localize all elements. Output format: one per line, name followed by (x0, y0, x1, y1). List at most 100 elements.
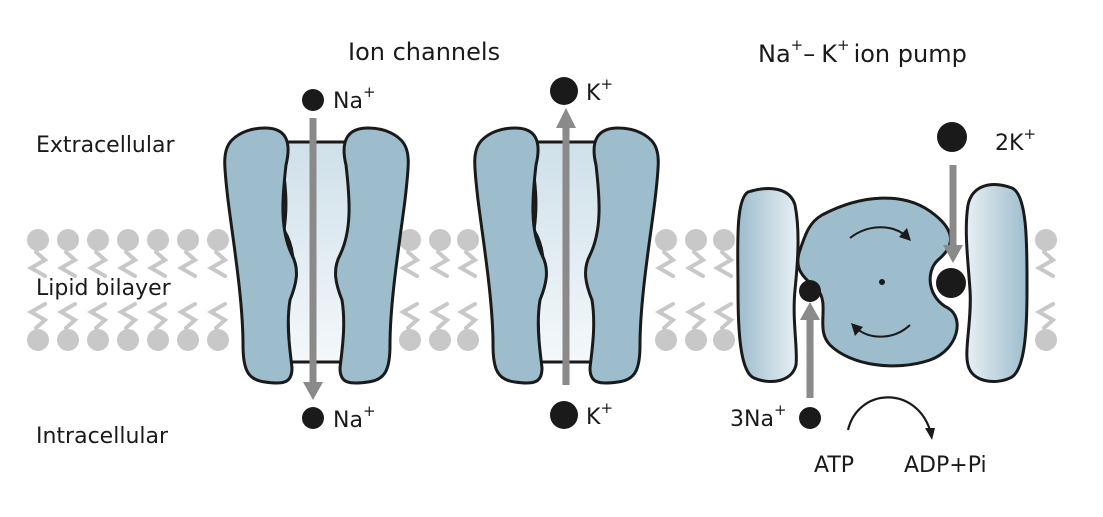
lipid-head (685, 229, 707, 251)
lipid-head (399, 229, 421, 251)
lipid-head (399, 329, 421, 351)
lipid-tail (56, 302, 79, 330)
lipid-segment-end (1034, 229, 1057, 351)
atp-label: ATP (814, 453, 854, 478)
lipid-tail (116, 302, 139, 330)
lipid-tail (176, 250, 199, 278)
channel-right-subunit (584, 126, 660, 385)
lipid-tail (206, 250, 229, 278)
pump-left-subunit (736, 187, 800, 383)
ion-channels-heading: Ion channels (348, 38, 500, 66)
arrowhead (899, 228, 911, 241)
lipid-tail (26, 250, 49, 278)
sodium-label-inside: Na+ (333, 402, 376, 433)
lipid-head (713, 329, 735, 351)
rotation-arrow-bottom (855, 324, 911, 338)
lipid-tail (86, 302, 109, 330)
lipid-head (429, 229, 451, 251)
channel-left-subunit (223, 126, 298, 385)
lipid-head (57, 229, 79, 251)
lipid-segment-left (26, 229, 229, 351)
lipid-head (1035, 329, 1057, 351)
lipid-segment-right (654, 229, 735, 351)
arrowhead (925, 428, 935, 440)
lipid-tail (86, 250, 109, 278)
extracellular-label: Extracellular (36, 133, 175, 158)
arrowhead-up (556, 108, 576, 128)
lipid-bilayer-label: Lipid bilayer (36, 276, 172, 301)
lipid-head (87, 329, 109, 351)
sodium-ion-pump-bound (799, 280, 821, 302)
channel-left-subunit (473, 126, 548, 385)
lipid-tail (56, 250, 79, 278)
lipid-tail (116, 250, 139, 278)
lipid-head (117, 229, 139, 251)
lipid-tail (146, 302, 169, 330)
lipid-head (1035, 229, 1057, 251)
arrowhead (851, 323, 863, 336)
lipid-tail (428, 302, 451, 330)
rotation-arrow-top (849, 226, 907, 239)
sodium-potassium-pump (736, 165, 1029, 440)
lipid-head (655, 329, 677, 351)
lipid-head (207, 329, 229, 351)
lipid-tail (456, 250, 479, 278)
potassium-label-inside: K+ (586, 399, 613, 430)
lipid-tail (428, 250, 451, 278)
lipid-tail (654, 250, 677, 278)
channel-right-subunit (334, 126, 410, 385)
potassium-channel (473, 108, 660, 385)
lipid-head (147, 229, 169, 251)
lipid-tail (26, 302, 49, 330)
lipid-head (57, 329, 79, 351)
sodium-ion-outside (302, 89, 324, 111)
lipid-tail (176, 302, 199, 330)
two-potassium-label: 2K+ (995, 125, 1036, 156)
lipid-head (429, 329, 451, 351)
adp-pi-label: ADP+Pi (904, 453, 987, 478)
pump-right-subunit (964, 183, 1029, 383)
lipid-head (655, 229, 677, 251)
atp-hydrolysis-arrow (846, 396, 932, 431)
sodium-label-outside: Na+ (333, 83, 376, 114)
intracellular-label: Intracellular (36, 424, 169, 449)
lipid-tail (146, 250, 169, 278)
ion-pump-heading: Na+–K+ion pump (758, 36, 967, 68)
lipid-tail (1034, 302, 1057, 330)
pump-center-dot (879, 279, 885, 285)
arrowhead-down (303, 382, 323, 400)
sodium-ions-pump-inside (799, 407, 821, 429)
lipid-tail (398, 302, 421, 330)
lipid-head (685, 329, 707, 351)
lipid-tail (398, 250, 421, 278)
sodium-ion-inside (302, 407, 324, 429)
arrowhead-up (800, 302, 820, 320)
lipid-tail (684, 302, 707, 330)
lipid-head (27, 329, 49, 351)
lipid-head (87, 229, 109, 251)
lipid-tail (712, 250, 735, 278)
lipid-head (713, 229, 735, 251)
sodium-channel (223, 118, 410, 400)
lipid-tail (1034, 250, 1057, 278)
lipid-tail (684, 250, 707, 278)
lipid-tail (712, 302, 735, 330)
potassium-ions-pump-outside (937, 122, 967, 152)
potassium-label-outside: K+ (586, 75, 613, 106)
lipid-head (457, 329, 479, 351)
lipid-segment-middle (398, 229, 479, 351)
lipid-bilayer (26, 229, 1057, 351)
lipid-tail (456, 302, 479, 330)
lipid-head (117, 329, 139, 351)
three-sodium-label: 3Na+ (730, 401, 787, 432)
lipid-head (177, 329, 199, 351)
arrowhead-down (943, 245, 963, 263)
lipid-tail (654, 302, 677, 330)
potassium-ion-pump-bound (936, 268, 966, 298)
potassium-ion-inside (550, 401, 578, 429)
lipid-head (207, 229, 229, 251)
lipid-head (457, 229, 479, 251)
lipid-tail (206, 302, 229, 330)
lipid-head (147, 329, 169, 351)
